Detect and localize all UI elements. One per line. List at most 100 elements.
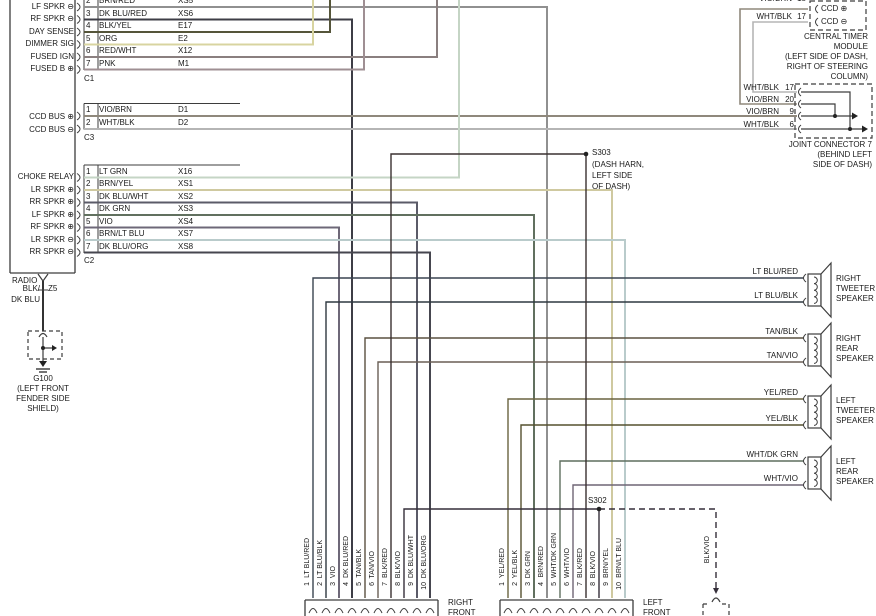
- pin-number: 9: [603, 582, 610, 586]
- wire-label: LT BLU/BLK: [317, 539, 324, 578]
- connector-name-c1: C1: [84, 74, 95, 83]
- radio-pin-label: CCD BUS ⊕: [29, 111, 74, 121]
- radio-pin-label: DAY SENSE: [28, 26, 74, 36]
- bottom-right-connector-box: [702, 603, 730, 616]
- pin-number: 7: [382, 582, 389, 586]
- wire-tan-vio: [377, 361, 804, 598]
- g100-location: FENDER SIDE: [16, 394, 70, 403]
- wire-org: [84, 0, 314, 46]
- wire-label: DK BLU/RED: [343, 535, 350, 578]
- radio-ground-bracket: [37, 273, 49, 282]
- ctm-pin-ccd-plus: CCD ⊕: [821, 4, 848, 13]
- pin-number: 6: [369, 582, 376, 586]
- right-front-pin-brackets: [308, 608, 435, 614]
- wire-label: DK BLU/WHT: [408, 534, 415, 578]
- ctm-pin-brackets: [815, 4, 819, 27]
- ctm-pin-ccd-minus: CCD ⊖: [821, 17, 848, 26]
- radio-pin-label: DIMMER SIG: [25, 39, 74, 49]
- wire-label: BLK/RED: [577, 548, 584, 578]
- wire-brn-red: [84, 6, 548, 598]
- radio-pin-label: RF SPKR ⊕: [30, 222, 74, 232]
- radio-label: RADIO: [12, 276, 38, 285]
- radio-pin-label: CCD BUS ⊖: [29, 124, 74, 134]
- radio-pin-label: LF SPKR ⊖: [31, 1, 74, 11]
- g100-location: (LEFT FRONT: [17, 384, 69, 393]
- g100-name: G100: [33, 374, 53, 383]
- radio-pin-label: RR SPKR ⊕: [29, 197, 75, 207]
- g100-arrow: [52, 345, 57, 351]
- pin-number: 7: [577, 582, 584, 586]
- jc7-junction-dot-2: [848, 127, 852, 131]
- right-front-connector-box: [304, 599, 439, 616]
- left-front-pin-brackets: [503, 608, 630, 614]
- jc7-pin-brackets: [798, 87, 802, 134]
- radio-c1-left-labels: LF SPKR ⊖ RF SPKR ⊖ DAY SENSE DIMMER SIG…: [0, 1, 74, 76]
- radio-pin-label: LF SPKR ⊕: [31, 209, 74, 219]
- ctm-box: [809, 0, 867, 31]
- wire-ctm-vio-brn: [739, 8, 808, 105]
- pin-number: 10: [616, 582, 623, 590]
- wire-label: DK BLU/ORG: [421, 534, 428, 578]
- wire-ctm-wht-blk: [752, 21, 808, 93]
- wire-blk-vio-dashed: [599, 508, 717, 590]
- speaker-wire-label: YEL/BLK: [765, 414, 798, 423]
- jc7-bus-lines: [801, 91, 862, 130]
- pin-number: 2: [512, 582, 519, 586]
- wire-label: BLK/VIO: [590, 550, 597, 578]
- speaker-wire-label: YEL/RED: [763, 388, 798, 397]
- radio-pin-label: RF SPKR ⊖: [30, 14, 74, 24]
- radio-pin-label: RR SPKR ⊖: [29, 247, 75, 257]
- pin-number: 8: [395, 582, 402, 586]
- radio-c3-left-labels: CCD BUS ⊕ CCD BUS ⊖: [0, 110, 74, 136]
- g100-location: SHIELD): [27, 404, 59, 413]
- wire-dk-grn: [84, 214, 535, 598]
- right-front-wire-labels: LT BLU/RED LT BLU/BLK VIO DK BLU/RED TAN…: [302, 510, 432, 578]
- s302-name: S302: [588, 496, 607, 505]
- wire-blk-yel: [84, 0, 331, 33]
- radio-pin-label: FUSED IGN: [30, 51, 74, 61]
- ground-symbol-bars: [36, 368, 50, 373]
- splice-s303-dot: [583, 151, 589, 157]
- connector-name-c2: C2: [84, 256, 95, 265]
- wire-label: BLK/VIO: [395, 550, 402, 578]
- wire-label: WHT/VIO: [564, 548, 571, 578]
- wire-label: YEL/RED: [499, 548, 506, 578]
- pin-number: 6: [564, 582, 571, 586]
- wire-red-wht: [84, 0, 438, 58]
- wire-tan-blk: [364, 337, 804, 598]
- wire-wht-dk-grn: [559, 460, 804, 598]
- left-front-wire-labels: YEL/RED YEL/BLK DK GRN BRN/RED WHT/DK GR…: [497, 510, 627, 578]
- wire-label: BLK/RED: [382, 548, 389, 578]
- left-front-connector-box: [499, 599, 634, 616]
- wire-brn-yel: [84, 189, 613, 598]
- wire-blk-vio: [403, 508, 600, 598]
- jc7-arrow-1: [852, 112, 858, 120]
- wire-label: TAN/VIO: [369, 550, 376, 578]
- wire-label: BRN/RED: [538, 546, 545, 578]
- g100-box: [27, 330, 63, 360]
- s303-location: OF DASH): [592, 182, 631, 191]
- pin-number: 3: [330, 582, 337, 586]
- wire-blk-red: [390, 153, 587, 598]
